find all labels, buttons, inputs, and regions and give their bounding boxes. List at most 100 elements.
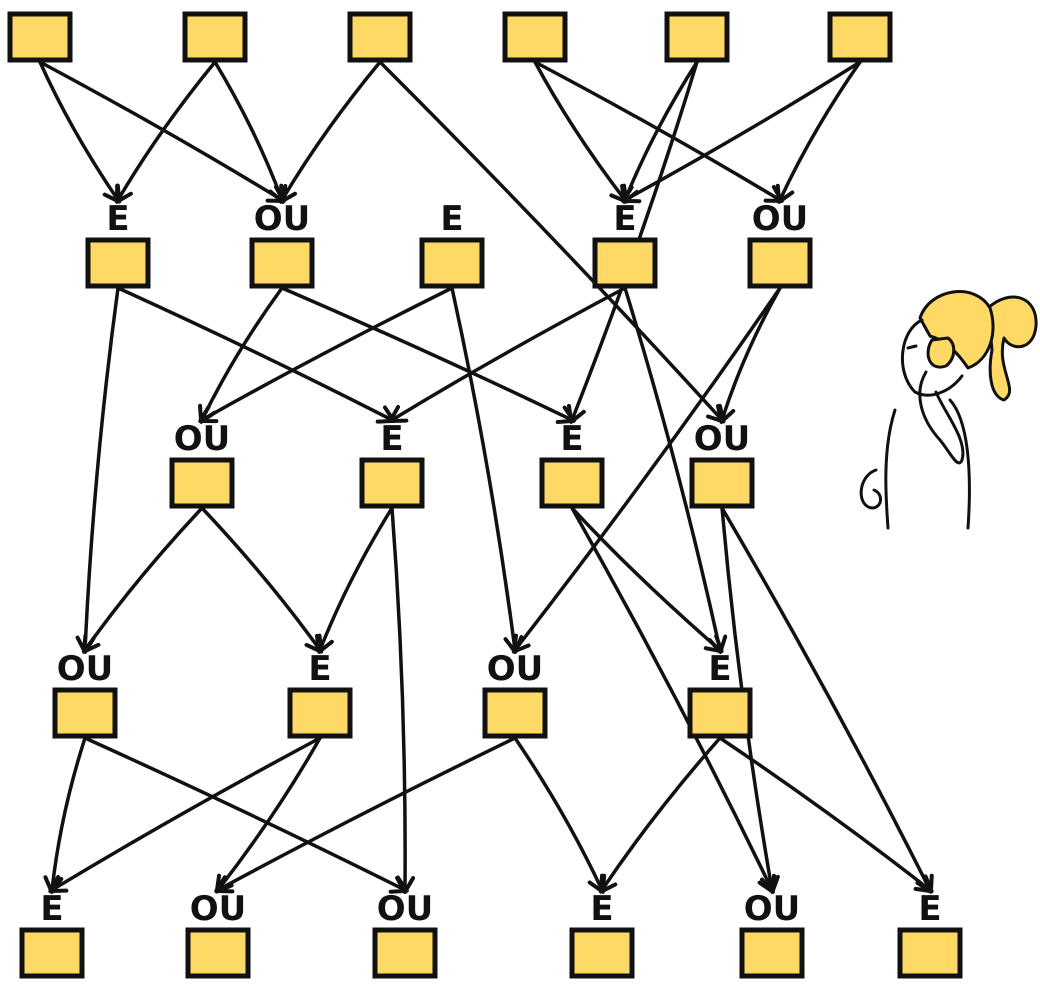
gate-label-g3c: OU: [487, 649, 544, 689]
edge-in3-to-g1b: [278, 60, 382, 204]
edge-g1e-to-g3c: [511, 286, 782, 654]
node-box-g1e: [747, 237, 813, 289]
edge-g2b-to-o3: [390, 506, 416, 894]
gate-label-g1e: OU: [752, 199, 809, 239]
node-box-g1d: [592, 237, 658, 289]
node-g1d: E: [592, 199, 658, 289]
edge-in1-to-g1a: [38, 60, 122, 204]
node-box-g1a: [85, 237, 151, 289]
node-g1b: OU: [249, 199, 315, 289]
node-in2: [182, 11, 248, 63]
node-g2c: E: [539, 419, 605, 509]
node-in3: [347, 11, 413, 63]
node-g2b: E: [359, 419, 425, 509]
eye: [906, 344, 918, 350]
node-box-in3: [347, 11, 413, 63]
edge-g2d-to-o6: [720, 506, 934, 894]
edge-g1c-to-g2a: [198, 286, 454, 424]
node-in6: [827, 11, 893, 63]
hair-ponytail: [986, 295, 1038, 402]
node-box-g2a: [169, 457, 235, 509]
gate-label-g3b: E: [308, 649, 331, 689]
gate-label-g1d: E: [613, 199, 636, 239]
node-box-in4: [502, 11, 568, 63]
node-in1: [7, 11, 73, 63]
node-o4: E: [569, 889, 635, 979]
gate-label-g3a: OU: [57, 649, 114, 689]
edge-in6-to-g1e: [775, 60, 862, 204]
edge-in5-to-g1d: [620, 60, 699, 204]
gate-label-g1a: E: [106, 199, 129, 239]
edge-g3c-to-o2: [214, 736, 517, 894]
gate-label-o2: OU: [190, 889, 247, 929]
node-box-g2d: [689, 457, 755, 509]
node-g3d: E: [687, 649, 753, 739]
node-box-in1: [7, 11, 73, 63]
node-box-o5: [739, 927, 805, 979]
edge-in2-to-g1a: [114, 60, 217, 204]
edge-in6-to-g1d: [621, 60, 862, 204]
arm: [918, 370, 965, 465]
gate-label-g2d: OU: [694, 419, 751, 459]
gate-label-g1c: E: [440, 199, 463, 239]
node-in5: [664, 11, 730, 63]
edge-g2a-to-g3a: [81, 506, 204, 654]
node-g3c: OU: [482, 649, 548, 739]
edge-g3a-to-o3: [83, 736, 409, 894]
gate-label-o6: E: [918, 889, 941, 929]
edge-g2c-to-g3d: [570, 506, 724, 654]
edge-g1a-to-g3a: [75, 286, 120, 654]
edge-g3b-to-o1: [48, 736, 322, 894]
node-box-g3c: [482, 687, 548, 739]
body: [884, 408, 897, 530]
edge-g3d-to-o4: [598, 736, 722, 894]
node-g3a: OU: [52, 649, 118, 739]
edge-in2-to-g1b: [213, 60, 288, 204]
node-box-o1: [19, 927, 85, 979]
node-box-o3: [372, 927, 438, 979]
node-g1a: E: [85, 199, 151, 289]
body-right: [948, 398, 971, 530]
node-box-g1b: [249, 237, 315, 289]
node-o2: OU: [185, 889, 251, 979]
gate-label-o5: OU: [744, 889, 801, 929]
node-in4: [502, 11, 568, 63]
edge-g3c-to-o4: [513, 736, 607, 894]
node-g1e: OU: [747, 199, 813, 289]
edge-g1d-to-g3d: [623, 286, 728, 654]
edge-g1e-to-g2d: [716, 286, 782, 424]
node-box-in5: [664, 11, 730, 63]
node-box-g3a: [52, 687, 118, 739]
node-box-o2: [185, 927, 251, 979]
edge-in1-to-g1b: [38, 60, 286, 204]
node-box-g2b: [359, 457, 425, 509]
hand: [926, 336, 956, 369]
node-g2a: OU: [169, 419, 235, 509]
edge-g2c-to-o5: [570, 506, 776, 894]
gate-label-g2b: E: [380, 419, 403, 459]
edge-in4-to-g1e: [533, 60, 784, 204]
edge-in3-to-g2d: [378, 60, 726, 424]
node-o3: OU: [372, 889, 438, 979]
node-box-g3b: [287, 687, 353, 739]
edge-g3a-to-o1: [43, 736, 87, 894]
node-box-o4: [569, 927, 635, 979]
gate-label-o1: E: [40, 889, 63, 929]
edge-in4-to-g1d: [533, 60, 629, 204]
node-box-in6: [827, 11, 893, 63]
edges: [38, 60, 934, 894]
edge-g1d-to-g2b: [388, 286, 627, 424]
node-o6: E: [897, 889, 963, 979]
edge-g2a-to-g3b: [200, 506, 324, 654]
edge-g2b-to-g3b: [314, 506, 394, 654]
edge-g1a-to-g2b: [116, 286, 396, 424]
node-o1: E: [19, 889, 85, 979]
fist: [859, 468, 882, 510]
edge-g1b-to-g2a: [198, 286, 284, 424]
edge-g1c-to-g3c: [450, 286, 524, 654]
node-o5: OU: [739, 889, 805, 979]
nodes: E OU E E OU OU E E OU OU E OU E E OU OU E OU E: [7, 11, 963, 979]
gate-label-g3d: E: [708, 649, 731, 689]
